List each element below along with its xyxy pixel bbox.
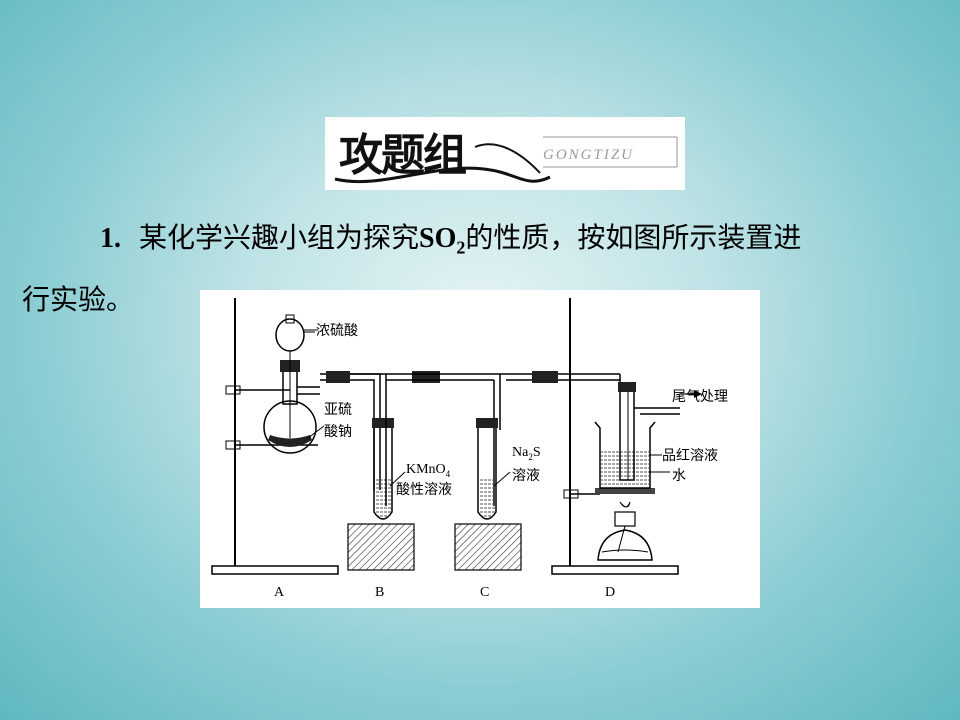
formula-main: SO (419, 223, 457, 254)
beaker-d (594, 374, 680, 489)
question-text-after: 的性质，按如图所示装置进 (465, 221, 802, 254)
question-number: 1. (100, 223, 121, 254)
label-na2s: Na2S (512, 445, 541, 462)
exhaust-arrow-icon (680, 390, 702, 398)
question-line-2: 行实验。 (22, 282, 135, 316)
label-pinhong: 品红溶液 (662, 448, 718, 464)
label-kmno4: KMnO4 (406, 462, 451, 479)
question-text: 1. 某化学兴趣小组为探究SO2的性质，按如图所示装置进 行实验。 (22, 212, 942, 326)
letter-a: A (274, 585, 285, 600)
alcohol-lamp (597, 501, 653, 561)
label-kmno4-acid: 酸性溶液 (396, 482, 452, 498)
label-exhaust: 尾气处理 (672, 389, 728, 405)
test-tube-c (454, 418, 522, 571)
question-line-1: 1. 某化学兴趣小组为探究SO2的性质，按如图所示装置进 (22, 212, 942, 274)
label-na2s-solution: 溶液 (512, 468, 540, 484)
banner-subtitle: GONGTIZU (543, 147, 635, 163)
label-water: 水 (672, 468, 686, 484)
tube-a-b (320, 371, 500, 490)
label-conc-acid: 浓硫酸 (316, 323, 358, 339)
test-tube-b (347, 374, 415, 571)
banner-decoration (334, 136, 678, 184)
letter-d: D (605, 585, 615, 600)
apparatus-diagram: 浓硫酸 亚硫 酸钠 KMnO4 酸性溶液 Na2S 溶液 尾气处理 品红溶液 水… (211, 298, 728, 600)
section-banner: 攻题组 GONGTIZU (325, 117, 685, 190)
flask-a (263, 314, 320, 454)
formula-sub: 2 (456, 237, 466, 258)
question-text-before: 某化学兴趣小组为探究 (139, 221, 420, 254)
stand-a (211, 298, 339, 575)
letter-b: B (375, 585, 384, 600)
label-sulfite-1: 亚硫 (324, 402, 352, 418)
banner-title: 攻题组 (339, 130, 467, 181)
so2-formula: SO2 (419, 223, 465, 258)
stand-d (551, 298, 679, 575)
letter-c: C (480, 585, 489, 600)
label-sulfite-2: 酸钠 (324, 424, 352, 440)
apparatus-figure: 浓硫酸 亚硫 酸钠 KMnO4 酸性溶液 Na2S 溶液 尾气处理 品红溶液 水… (200, 290, 760, 608)
